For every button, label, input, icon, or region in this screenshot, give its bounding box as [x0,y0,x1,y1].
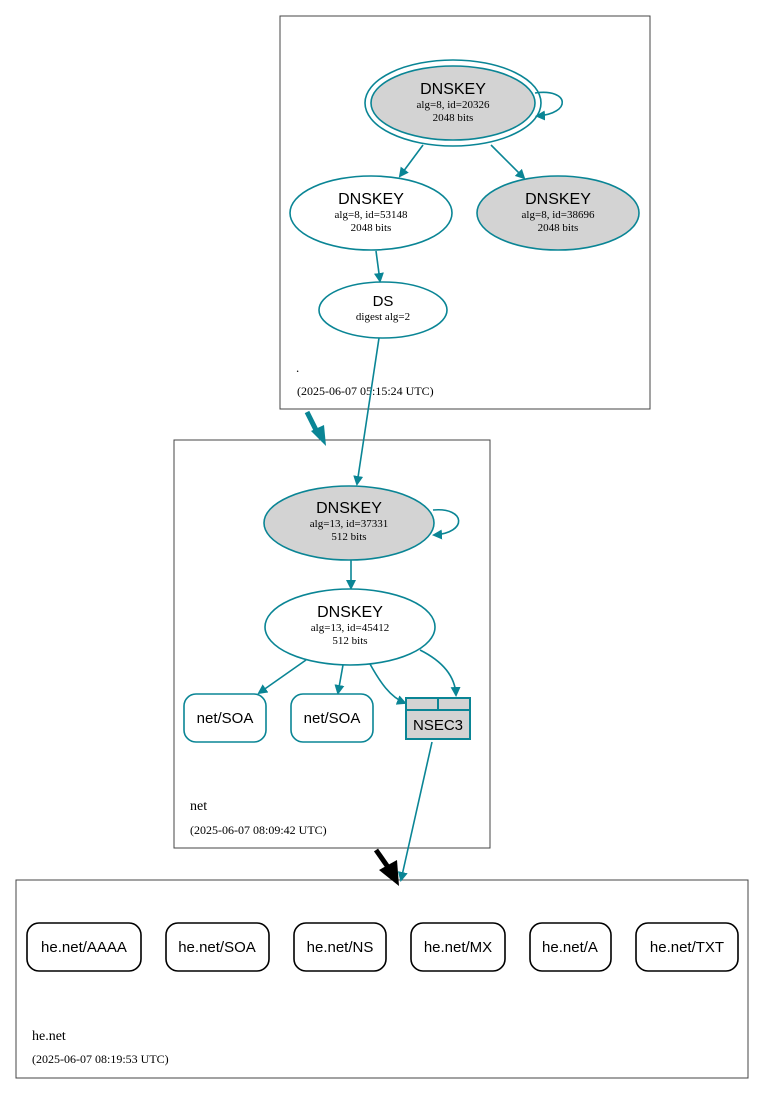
record-he-net-txt-label: he.net/TXT [650,939,724,956]
edge-net-zsk-to-nsec3-b [419,649,461,697]
zone-root-timestamp: (2025-06-07 05:15:24 UTC) [297,384,434,398]
node-net-ds-title: DS [373,293,394,310]
node-nsec3[interactable]: NSEC3 [405,697,471,740]
edge-nsec3-to-henet [397,741,433,882]
node-net-ksk-line2: 512 bits [331,531,366,543]
node-net-zsk-line1: alg=13, id=45412 [311,622,389,634]
edge-net-zsk-to-soa1 [257,659,307,695]
node-nsec3-label: NSEC3 [413,717,463,734]
edge-net-zsk-to-soa2 [334,664,345,695]
record-he-net-soa[interactable]: he.net/SOA [165,922,270,972]
record-he-net-ns-label: he.net/NS [307,939,374,956]
node-net-ksk-line1: alg=13, id=37331 [310,518,388,530]
record-he-net-a-label: he.net/A [542,939,598,956]
node-root-zsk1-line1: alg=8, id=53148 [335,209,408,221]
zone-henet-name: he.net [32,1029,66,1044]
node-root-zsk2-line1: alg=8, id=38696 [522,209,595,221]
node-net-zsk[interactable]: DNSKEY alg=13, id=45412 512 bits [264,588,436,666]
record-he-net-mx-label: he.net/MX [424,939,492,956]
node-net-ksk-title: DNSKEY [316,500,382,517]
zone-henet-timestamp: (2025-06-07 08:19:53 UTC) [32,1052,169,1066]
edge-net-ksk-self [432,509,460,540]
record-he-net-aaaa-label: he.net/AAAA [41,939,127,956]
edge-root-ksk-to-zsk2 [490,144,526,180]
node-root-zsk1-title: DNSKEY [338,191,404,208]
node-net-ds-line1: digest alg=2 [356,311,410,323]
delegation-net-to-henet-head [379,860,399,886]
node-net-zsk-title: DNSKEY [317,604,383,621]
node-root-zsk2-line2: 2048 bits [538,222,579,234]
edge-root-ksk-self [534,91,564,121]
node-root-zsk1[interactable]: DNSKEY alg=8, id=53148 2048 bits [289,175,453,251]
delegation-root-to-net-head [311,425,326,446]
record-he-net-ns[interactable]: he.net/NS [293,922,387,972]
node-net-ksk[interactable]: DNSKEY alg=13, id=37331 512 bits [263,485,435,561]
edge-root-ksk-to-zsk1 [398,144,424,178]
record-he-net-aaaa[interactable]: he.net/AAAA [26,922,142,972]
record-he-net-soa-label: he.net/SOA [178,939,256,956]
node-net-soa-2-label: net/SOA [304,710,361,727]
node-net-zsk-line2: 512 bits [332,635,367,647]
node-root-zsk2[interactable]: DNSKEY alg=8, id=38696 2048 bits [476,175,640,251]
node-net-soa-1-label: net/SOA [197,710,254,727]
node-root-zsk2-title: DNSKEY [525,191,591,208]
zone-henet-box [15,879,749,1079]
node-root-zsk1-line2: 2048 bits [351,222,392,234]
zone-net-timestamp: (2025-06-07 08:09:42 UTC) [190,823,327,837]
node-root-ksk-line1: alg=8, id=20326 [417,99,490,111]
zone-root-box [279,15,651,410]
node-net-ds[interactable]: DS digest alg=2 [318,281,448,339]
node-net-soa-2[interactable]: net/SOA [290,693,374,743]
node-root-ksk-line2: 2048 bits [433,112,474,124]
edge-net-zsk-to-nsec3-a [369,663,407,705]
record-he-net-mx[interactable]: he.net/MX [410,922,506,972]
edge-ds-to-net-ksk [353,337,380,486]
node-root-ksk-title: DNSKEY [420,81,486,98]
edge-root-zsk1-to-ds [373,250,384,283]
zone-net-box [173,439,491,849]
zone-net-name: net [190,799,207,814]
record-he-net-txt[interactable]: he.net/TXT [635,922,739,972]
node-root-ksk[interactable]: DNSKEY alg=8, id=20326 2048 bits [364,59,542,147]
node-net-soa-1[interactable]: net/SOA [183,693,267,743]
record-he-net-a[interactable]: he.net/A [529,922,612,972]
zone-root-name: . [296,360,299,375]
